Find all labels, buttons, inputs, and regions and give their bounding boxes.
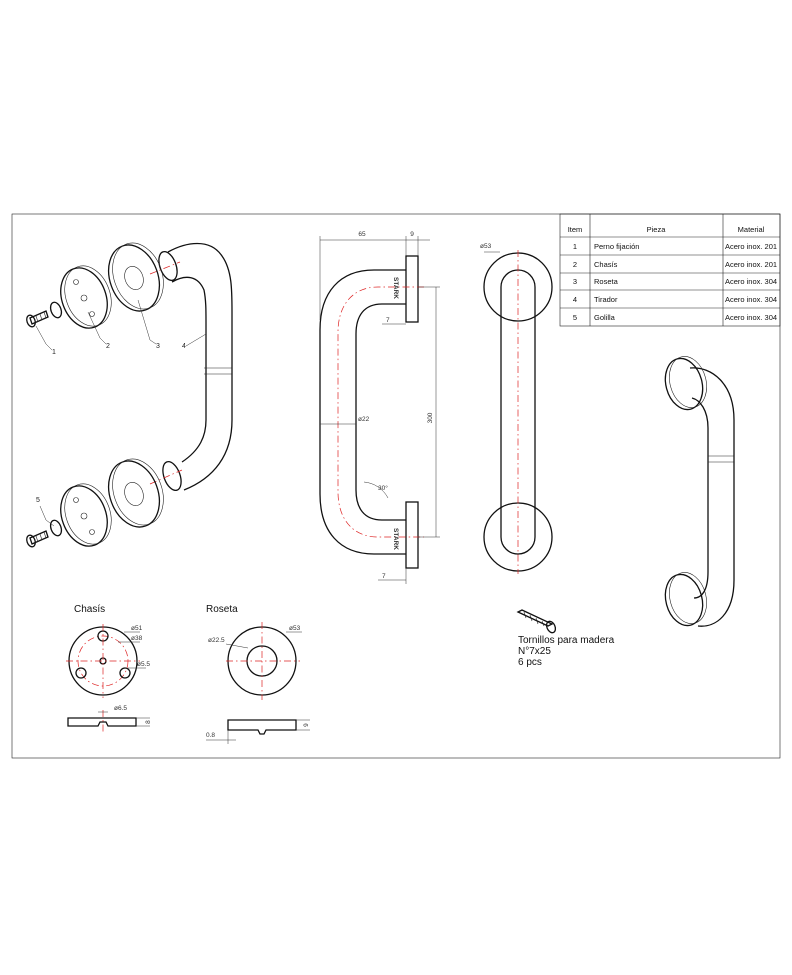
table-cell: 3 <box>573 277 577 286</box>
side-plate-bottom <box>405 501 419 569</box>
table-cell: Chasís <box>594 260 618 269</box>
rosette-top <box>107 244 161 312</box>
table-cell: 2 <box>573 260 577 269</box>
grab-bar-tube <box>167 242 233 491</box>
dim-rosette-inner: ø22.5 <box>208 637 225 644</box>
table-cell: 4 <box>573 295 577 304</box>
dim-rosette-wall: 0.8 <box>206 732 215 739</box>
assembled-view <box>664 356 735 627</box>
table-cell: Perno fijación <box>594 242 639 251</box>
rosette-bottom <box>107 460 161 528</box>
table-header-material: Material <box>738 225 765 234</box>
dim-length: 300 <box>427 412 434 423</box>
wood-screw <box>516 609 557 634</box>
bolt-bottom <box>26 530 49 548</box>
parts-table: Item Pieza Material 1 Perno fijación Ace… <box>559 213 781 327</box>
brand-label-bottom: STARK <box>392 528 399 550</box>
table-cell: Acero inox. 201 <box>725 260 777 269</box>
dim-width: 65 <box>358 231 366 238</box>
table-cell: Acero inox. 304 <box>725 277 777 286</box>
dim-front-rosette: ø53 <box>480 243 492 250</box>
chassis-detail: Chasís ø51 ø38 ø5.5 ø6.5 8 <box>66 604 152 732</box>
table-header-pieza: Pieza <box>647 225 667 234</box>
dim-offset-bottom: 7 <box>382 573 386 580</box>
rosette-title: Roseta <box>206 604 238 615</box>
exploded-view: 1 2 3 4 5 <box>26 242 233 548</box>
dim-chassis-outer: ø51 <box>131 625 143 632</box>
washer-top <box>49 301 63 319</box>
table-cell: 5 <box>573 313 577 322</box>
dim-plate-thickness: 9 <box>410 231 414 238</box>
table-cell: Acero inox. 304 <box>725 313 777 322</box>
dim-chassis-height: 8 <box>145 720 152 724</box>
table-cell: Tirador <box>594 295 618 304</box>
table-header-item: Item <box>568 225 583 234</box>
table-cell: Acero inox. 304 <box>725 295 777 304</box>
dim-offset-top: 7 <box>386 317 390 324</box>
side-tube <box>319 269 406 555</box>
table-cell: 1 <box>573 242 577 251</box>
iso-rosette-bottom <box>664 573 704 627</box>
rosette-detail: Roseta ø53 ø22.5 9 0.8 <box>206 604 310 744</box>
callout-1: 1 <box>52 349 56 356</box>
brand-label-top: STARK <box>392 277 399 299</box>
callout-4: 4 <box>182 343 186 350</box>
side-plate-top <box>405 255 419 323</box>
side-view: STARK STARK 65 9 300 ø22 7 7 30° <box>319 231 440 584</box>
chassis-title: Chasís <box>74 604 105 615</box>
front-view: ø53 <box>480 243 553 574</box>
screw-label-line2: N°7x25 <box>518 646 551 657</box>
screw-label-line3: 6 pcs <box>518 657 542 668</box>
washer-bottom <box>49 519 63 537</box>
iso-tube <box>689 367 735 627</box>
dim-angle: 30° <box>378 484 388 492</box>
dim-tube-diameter: ø22 <box>358 416 370 423</box>
bolt-top <box>26 310 49 328</box>
callout-3: 3 <box>156 343 160 350</box>
callout-5: 5 <box>36 497 40 504</box>
sheet-border <box>11 213 781 759</box>
table-cell: Roseta <box>594 277 619 286</box>
screw-label-line1: Tornillos para madera <box>518 635 615 646</box>
table-cell: Acero inox. 201 <box>725 242 777 251</box>
table-cell: Golilla <box>594 313 616 322</box>
dim-chassis-hole: ø5.5 <box>137 661 150 668</box>
dim-chassis-center-hole: ø6.5 <box>114 705 127 712</box>
dim-rosette-height: 9 <box>303 723 310 727</box>
dim-rosette-outer: ø53 <box>289 625 301 632</box>
callout-2: 2 <box>106 343 110 350</box>
dim-chassis-bolt-circle: ø38 <box>131 635 143 642</box>
